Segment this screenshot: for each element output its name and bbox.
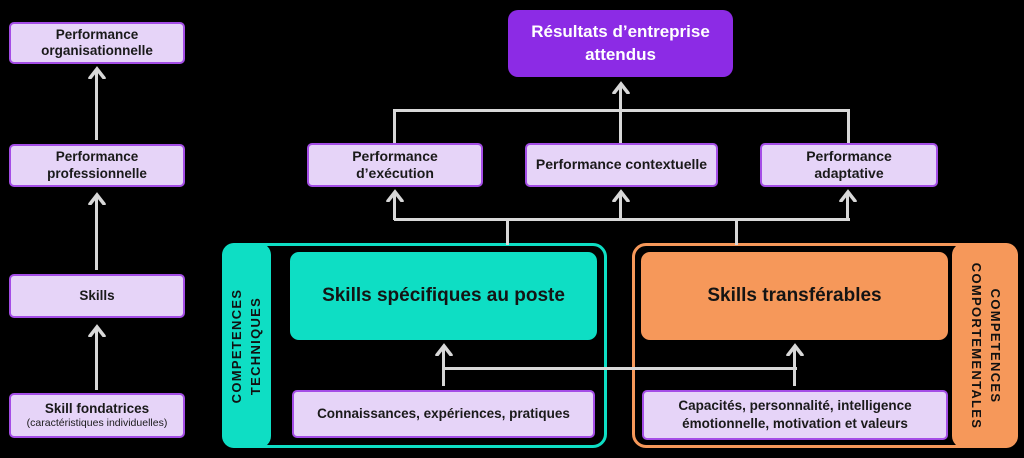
connector-line: [393, 109, 850, 112]
box-connaissances-experiences-pratiques: Connaissances, expériences, pratiques: [292, 390, 595, 438]
box-label: Connaissances, expériences, pratiques: [317, 405, 570, 421]
strip-line: TECHNIQUES: [247, 296, 263, 395]
connector-drop: [847, 111, 850, 143]
box-resultats-entreprise-attendus: Résultats d’entreprise attendus: [508, 10, 733, 77]
arrow-stem: [846, 193, 849, 220]
arrow-up-icon: [786, 343, 804, 356]
box-label: Performance d’exécution: [352, 147, 438, 181]
arrow-up-icon: [88, 324, 106, 337]
arrow-stem: [95, 196, 98, 270]
box-capacites-personnalite: Capacités, personnalité, intelligence ém…: [642, 390, 948, 440]
connector-drop: [735, 220, 738, 245]
box-label: Skills transférables: [707, 285, 882, 306]
box-skills-specifiques-au-poste: Skills spécifiques au poste: [290, 252, 597, 340]
arrow-up-icon: [612, 81, 630, 94]
box-label: Performance professionnelle: [47, 149, 147, 181]
connector-drop: [393, 111, 396, 143]
arrow-stem: [619, 85, 622, 143]
box-label: Performance organisationnelle: [41, 26, 153, 58]
arrow-stem: [95, 328, 98, 390]
box-label: Skills spécifiques au poste: [322, 285, 565, 306]
arrow-stem: [393, 193, 396, 220]
strip-competences-techniques: COMPETENCES TECHNIQUES: [222, 243, 271, 448]
section-competences-comportementales: COMPETENCES COMPORTEMENTALES Skills tran…: [632, 243, 1018, 448]
box-skills: Skills: [9, 274, 185, 318]
strip-line: COMPETENCES: [987, 288, 1003, 403]
arrow-up-icon: [386, 189, 404, 202]
arrow-stem: [619, 193, 622, 220]
box-label: Capacités, personnalité, intelligence ém…: [678, 397, 912, 431]
connector-drop: [506, 220, 509, 245]
box-performance-adaptative: Performance adaptative: [760, 143, 938, 187]
strip-label: COMPETENCES COMPORTEMENTALES: [966, 241, 1004, 451]
box-label: Performance contextuelle: [535, 156, 708, 173]
section-competences-techniques: COMPETENCES TECHNIQUES Skills spécifique…: [222, 243, 607, 448]
box-label: Performance adaptative: [806, 147, 892, 181]
arrow-up-icon: [88, 66, 106, 79]
strip-label: COMPETENCES TECHNIQUES: [228, 241, 266, 451]
connector-line: [394, 218, 850, 221]
arrow-stem: [442, 347, 445, 386]
connector-line: [443, 367, 797, 370]
box-performance-contextuelle: Performance contextuelle: [525, 143, 718, 187]
box-skills-transferables: Skills transférables: [641, 252, 948, 340]
arrow-stem: [95, 70, 98, 140]
box-skill-fondatrices: Skill fondatrices (caractéristiques indi…: [9, 393, 185, 438]
arrow-up-icon: [612, 189, 630, 202]
box-label: Skills: [79, 287, 115, 303]
box-sublabel: (caractéristiques individuelles): [26, 417, 168, 430]
strip-line: COMPORTEMENTALES: [969, 262, 984, 429]
arrow-up-icon: [435, 343, 453, 356]
strip-competences-comportementales: COMPETENCES COMPORTEMENTALES: [952, 243, 1018, 448]
arrow-stem: [793, 347, 796, 386]
box-performance-professionnelle: Performance professionnelle: [9, 144, 185, 187]
arrow-up-icon: [88, 192, 106, 205]
box-label: Résultats d’entreprise attendus: [531, 22, 710, 64]
box-performance-organisationnelle: Performance organisationnelle: [9, 22, 185, 64]
box-label: Skill fondatrices: [44, 400, 150, 416]
arrow-up-icon: [839, 189, 857, 202]
box-performance-execution: Performance d’exécution: [307, 143, 483, 187]
strip-line: COMPETENCES: [228, 288, 244, 403]
